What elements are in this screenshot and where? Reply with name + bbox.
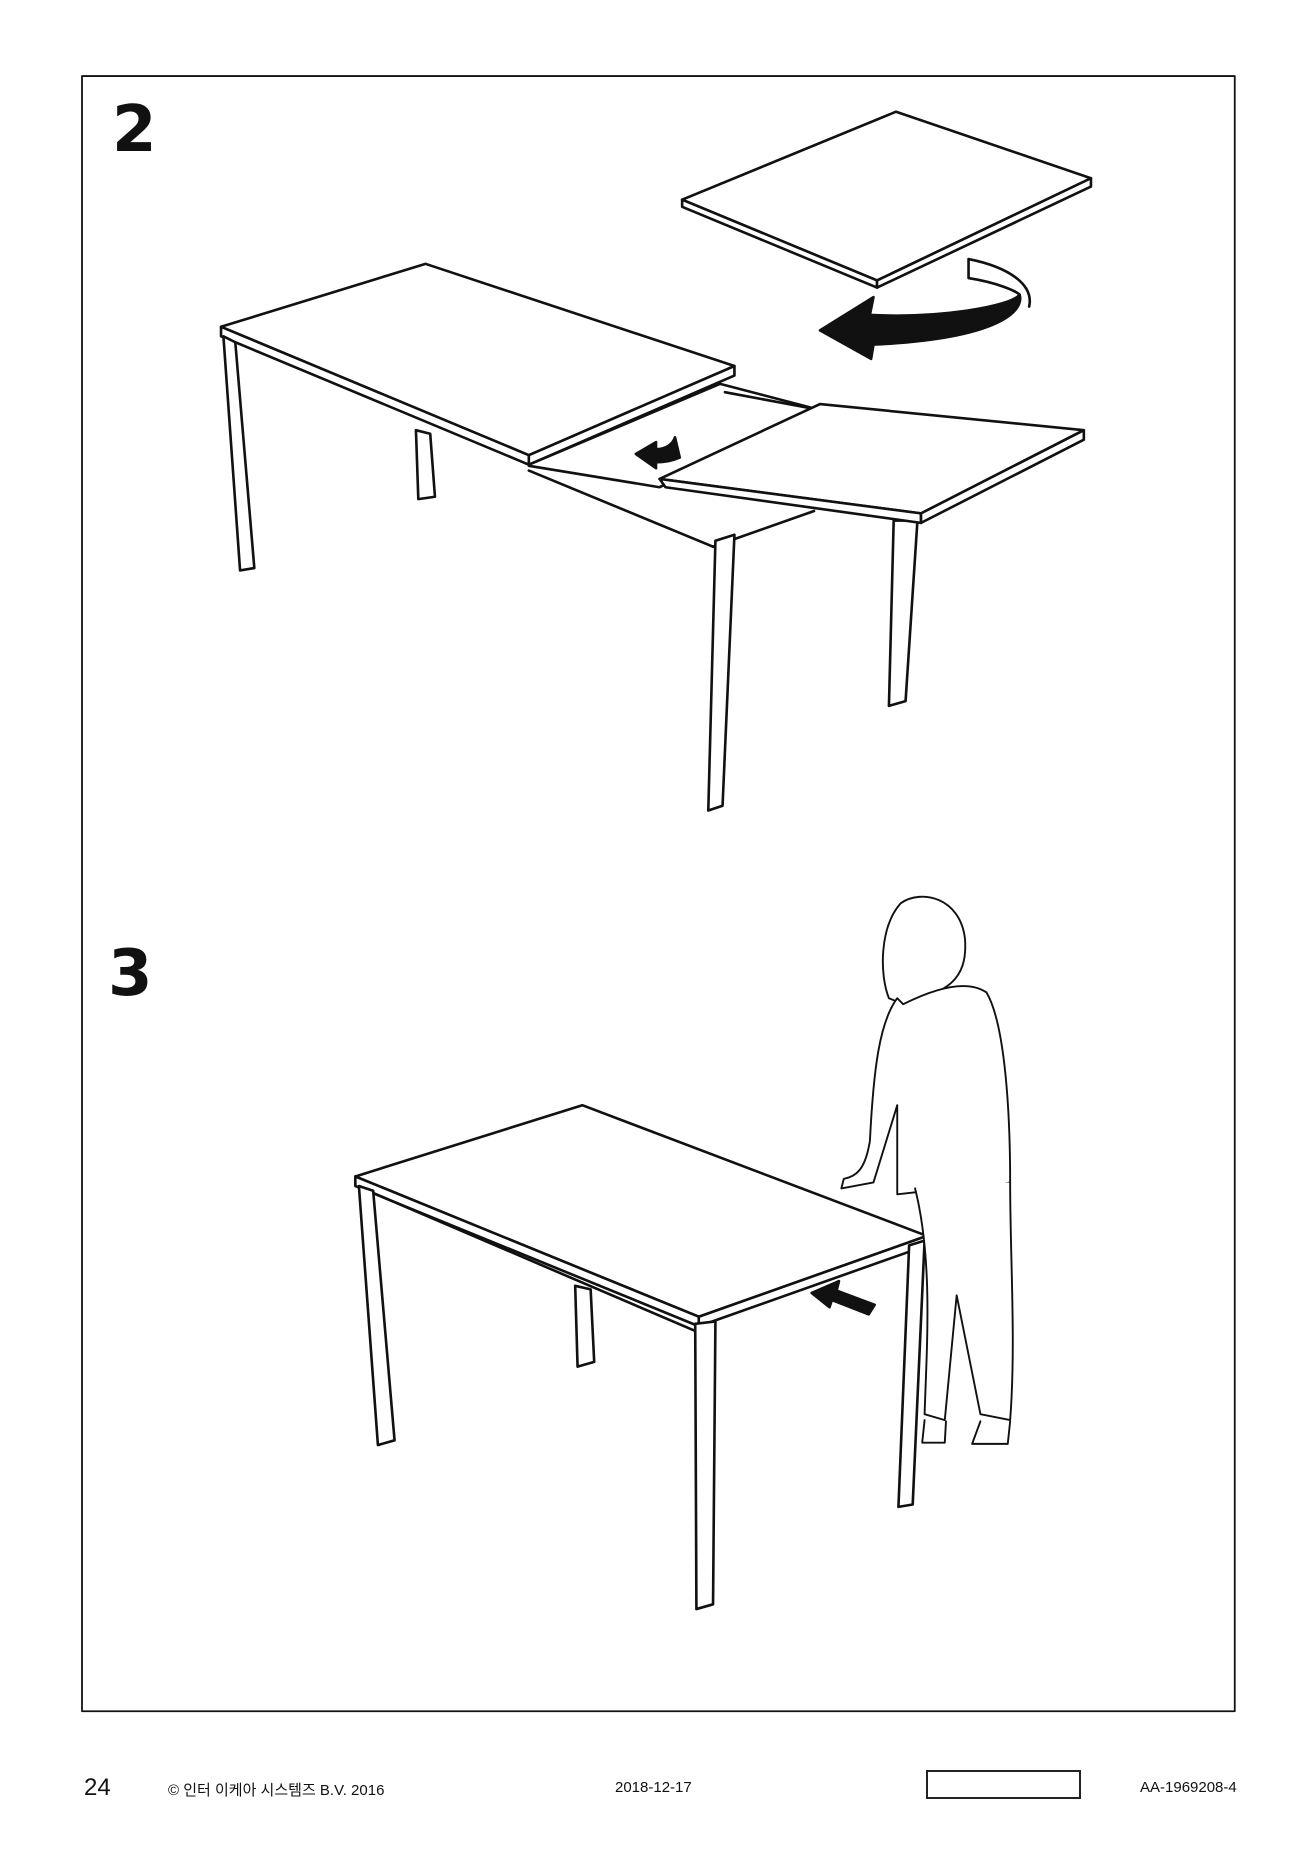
step-number-2: 2 — [112, 93, 157, 167]
page-frame — [81, 75, 1236, 1713]
push-arrow-icon — [810, 1279, 876, 1316]
date-text: 2018-12-17 — [615, 1779, 692, 1796]
document-code: AA-1969208-4 — [1140, 1779, 1237, 1796]
copyright-text: © 인터 이케아 시스템즈 B.V. 2016 — [168, 1782, 385, 1799]
blank-box — [926, 1770, 1081, 1799]
small-arrow-icon — [634, 436, 682, 470]
table-step3 — [354, 1103, 929, 1611]
person-figure — [840, 895, 1014, 1445]
step-number-3: 3 — [108, 937, 153, 1011]
extended-table-step2 — [219, 110, 1093, 812]
page-number: 24 — [84, 1774, 111, 1801]
rotate-arrow-tail-icon — [967, 257, 1032, 308]
rotate-arrow-icon — [818, 293, 1022, 361]
